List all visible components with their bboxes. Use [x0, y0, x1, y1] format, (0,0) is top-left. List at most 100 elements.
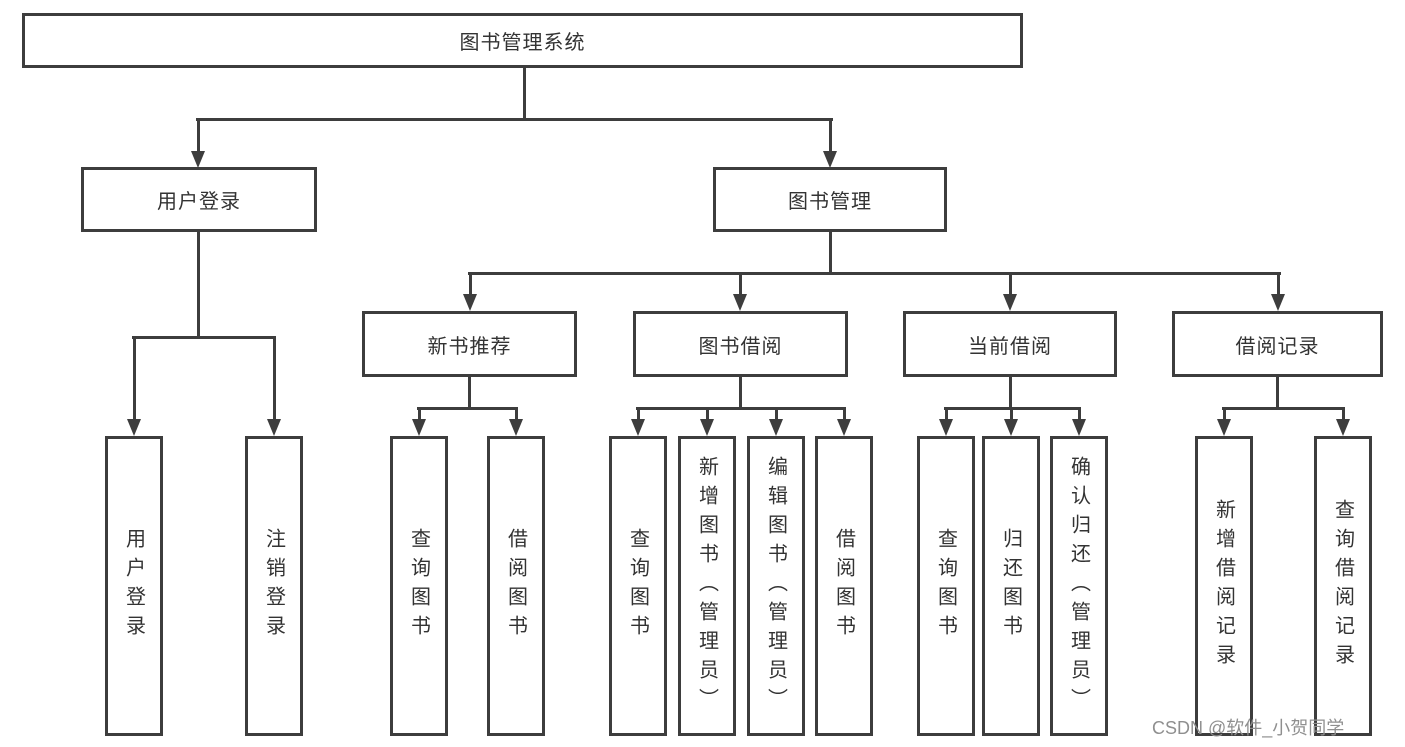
arrowhead-icon — [823, 151, 837, 168]
leaf-borrow-books-recommend-label: 借阅图书 — [504, 528, 527, 644]
arrow-down-to-leaf-user-login — [127, 336, 141, 436]
leaf-user-login-label: 用户登录 — [122, 528, 145, 644]
arrow-down-to-book-management — [823, 118, 837, 168]
node-root: 图书管理系统 — [22, 13, 1023, 68]
leaf-add-borrow-record: 新增借阅记录 — [1195, 436, 1253, 736]
arrowhead-icon — [267, 419, 281, 436]
arrow-down-to-leaf-add-borrow-record — [1217, 407, 1231, 436]
arrow-stem — [636, 407, 640, 419]
connector-new-book-recommendation-bar — [417, 407, 518, 410]
arrowhead-icon — [733, 294, 747, 311]
arrow-down-to-leaf-edit-book-admin — [769, 407, 783, 436]
leaf-add-borrow-record-label: 新增借阅记录 — [1212, 499, 1235, 673]
arrow-stem — [705, 407, 709, 419]
arrow-down-to-leaf-borrow-books-recommend — [509, 407, 523, 436]
arrow-stem — [1077, 407, 1081, 419]
connector-user-login-bar — [132, 336, 276, 339]
connector-new-book-recommendation-stem — [468, 375, 471, 409]
arrow-stem — [828, 118, 832, 151]
node-current-borrowing: 当前借阅 — [903, 311, 1117, 377]
arrow-stem — [1008, 272, 1012, 294]
leaf-query-borrow-record: 查询借阅记录 — [1314, 436, 1372, 736]
arrowhead-icon — [1004, 419, 1018, 436]
arrow-down-to-leaf-borrow-books-borrowing — [837, 407, 851, 436]
leaf-query-books-current: 查询图书 — [917, 436, 975, 736]
arrowhead-icon — [1003, 294, 1017, 311]
node-new-book-recommendation: 新书推荐 — [362, 311, 577, 377]
node-book-borrowing: 图书借阅 — [633, 311, 848, 377]
leaf-edit-book-admin: 编辑图书（管理员） — [747, 436, 805, 736]
arrow-down-to-leaf-confirm-return-admin — [1072, 407, 1086, 436]
arrowhead-icon — [1336, 419, 1350, 436]
leaf-borrow-books-recommend: 借阅图书 — [487, 436, 545, 736]
arrow-down-to-book-borrowing — [733, 272, 747, 311]
csdn-watermark: CSDN @软件_小贺同学 — [1152, 718, 1345, 738]
arrowhead-icon — [1271, 294, 1285, 311]
arrowhead-icon — [837, 419, 851, 436]
arrow-down-to-leaf-query-borrow-record — [1336, 407, 1350, 436]
arrow-down-to-current-borrowing — [1003, 272, 1017, 311]
arrow-down-to-leaf-query-books-current — [939, 407, 953, 436]
arrow-down-to-new-book-recommendation — [463, 272, 477, 311]
leaf-add-book-admin-label: 新增图书（管理员） — [695, 455, 718, 717]
leaf-confirm-return-admin-label: 确认归还（管理员） — [1067, 455, 1090, 717]
arrow-stem — [738, 272, 742, 294]
leaf-logout: 注销登录 — [245, 436, 303, 736]
leaf-query-books-recommend: 查询图书 — [390, 436, 448, 736]
connector-book-management-bar — [468, 272, 1281, 275]
connector-user-login-stem — [197, 231, 200, 338]
connector-book-borrowing-stem — [739, 375, 742, 409]
arrow-stem — [1222, 407, 1226, 419]
leaf-query-books-recommend-label: 查询图书 — [407, 528, 430, 644]
leaf-return-books-label: 归还图书 — [999, 528, 1022, 644]
arrow-stem — [514, 407, 518, 419]
connector-book-borrowing-bar — [636, 407, 846, 410]
arrowhead-icon — [700, 419, 714, 436]
arrow-stem — [132, 336, 136, 419]
arrow-stem — [468, 272, 472, 294]
arrow-stem — [944, 407, 948, 419]
leaf-confirm-return-admin: 确认归还（管理员） — [1050, 436, 1108, 736]
leaf-add-book-admin: 新增图书（管理员） — [678, 436, 736, 736]
leaf-edit-book-admin-label: 编辑图书（管理员） — [764, 455, 787, 717]
connector-borrowing-records-stem — [1276, 375, 1279, 409]
leaf-query-books-current-label: 查询图书 — [934, 528, 957, 644]
arrow-stem — [1341, 407, 1345, 419]
node-user-login-label: 用户登录 — [157, 191, 241, 213]
node-user-login: 用户登录 — [81, 167, 317, 232]
leaf-borrow-books-borrowing: 借阅图书 — [815, 436, 873, 736]
node-book-management: 图书管理 — [713, 167, 947, 232]
connector-root-stem — [523, 66, 526, 120]
leaf-user-login: 用户登录 — [105, 436, 163, 736]
arrow-stem — [774, 407, 778, 419]
arrow-stem — [842, 407, 846, 419]
arrow-stem — [1276, 272, 1280, 294]
connector-current-borrowing-bar — [944, 407, 1081, 410]
node-borrowing-records: 借阅记录 — [1172, 311, 1383, 377]
connector-current-borrowing-stem — [1009, 375, 1012, 409]
node-book-borrowing-label: 图书借阅 — [698, 335, 783, 358]
arrow-down-to-borrowing-records — [1271, 272, 1285, 311]
node-borrowing-records-label: 借阅记录 — [1235, 335, 1320, 358]
connector-borrowing-records-bar — [1222, 407, 1344, 410]
arrowhead-icon — [463, 294, 477, 311]
leaf-query-books-borrowing: 查询图书 — [609, 436, 667, 736]
leaf-query-borrow-record-label: 查询借阅记录 — [1331, 499, 1354, 673]
arrowhead-icon — [631, 419, 645, 436]
arrow-down-to-leaf-query-books-borrowing — [631, 407, 645, 436]
node-current-borrowing-label: 当前借阅 — [968, 335, 1052, 358]
arrowhead-icon — [412, 419, 426, 436]
node-new-book-recommendation-label: 新书推荐 — [427, 335, 512, 358]
arrowhead-icon — [509, 419, 523, 436]
arrow-stem — [272, 336, 276, 419]
arrowhead-icon — [127, 419, 141, 436]
arrow-down-to-leaf-return-books — [1004, 407, 1018, 436]
leaf-query-books-borrowing-label: 查询图书 — [626, 528, 649, 644]
arrow-down-to-user-login — [191, 118, 205, 168]
arrowhead-icon — [191, 151, 205, 168]
node-book-management-label: 图书管理 — [788, 191, 872, 213]
arrowhead-icon — [1217, 419, 1231, 436]
arrowhead-icon — [769, 419, 783, 436]
arrow-stem — [417, 407, 421, 419]
